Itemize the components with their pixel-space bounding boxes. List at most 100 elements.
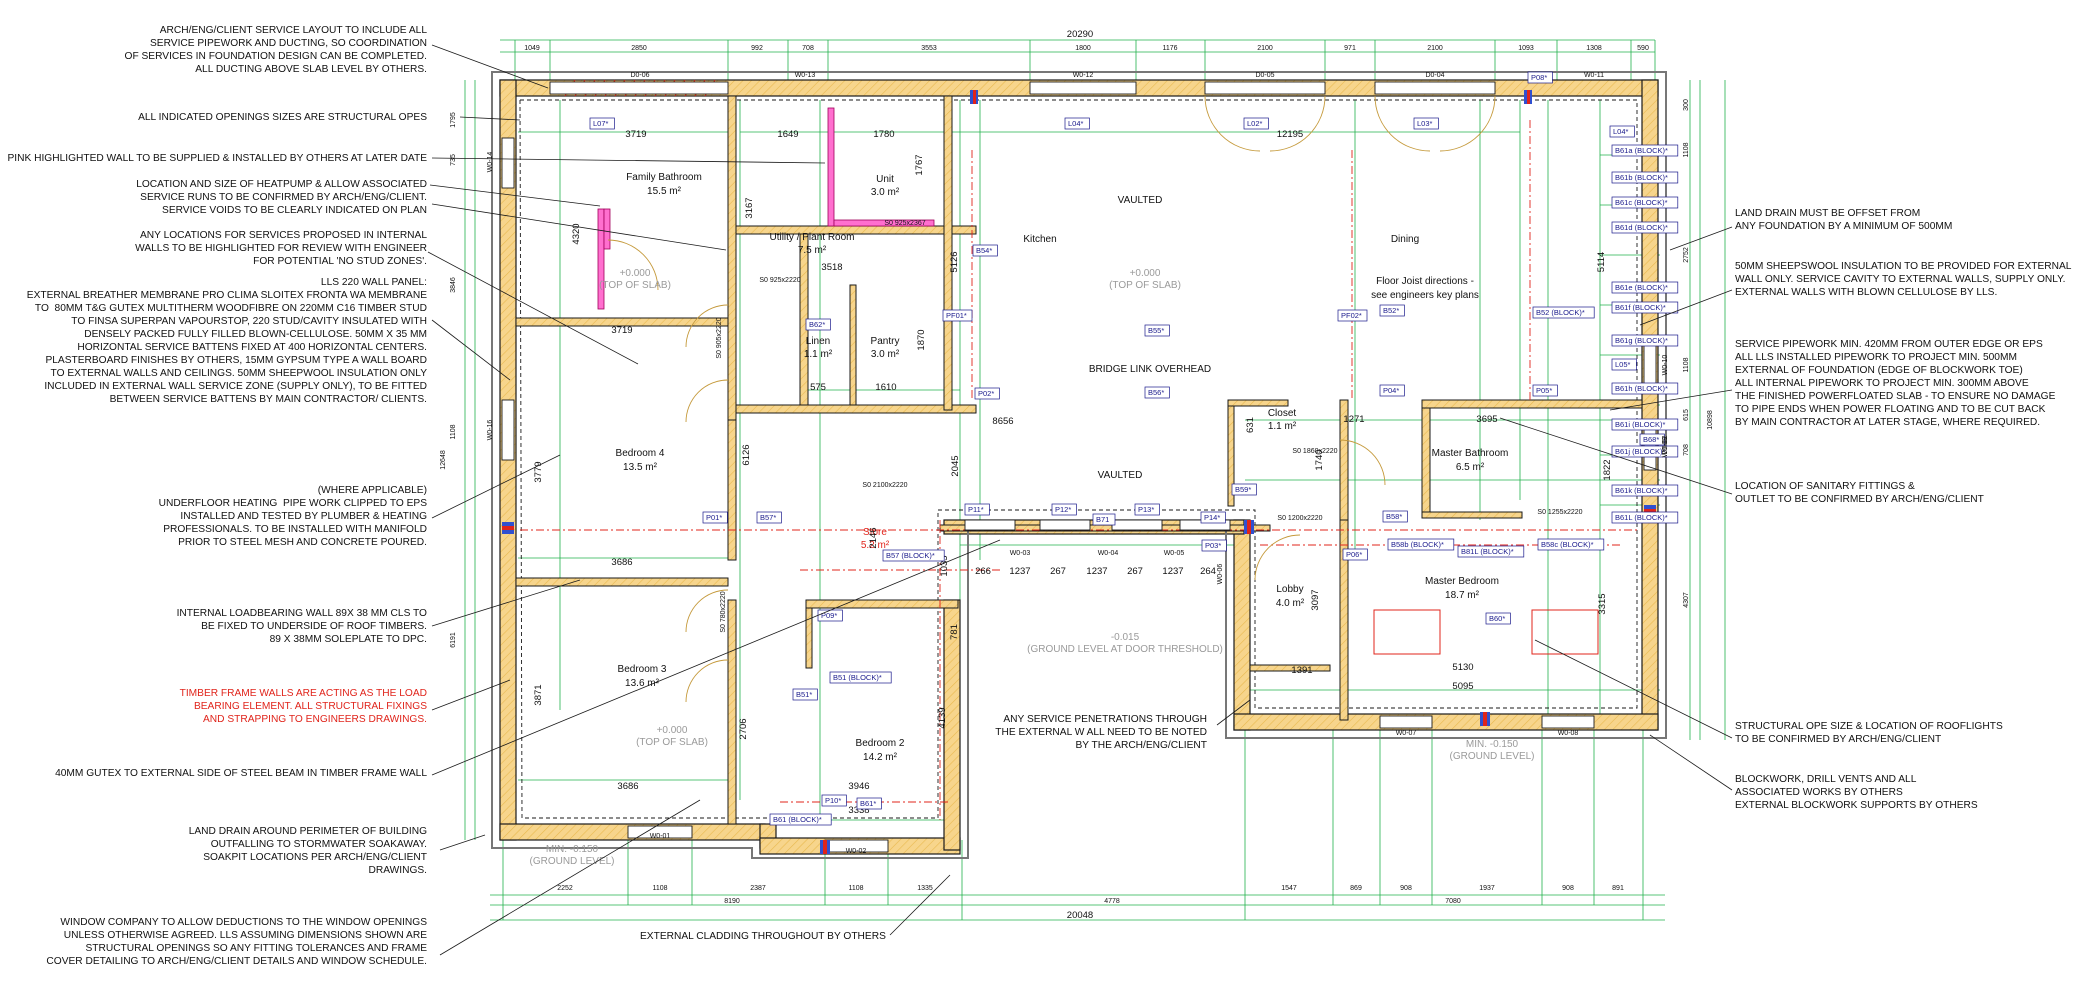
- svg-text:B61k (BLOCK)*: B61k (BLOCK)*: [1615, 486, 1668, 495]
- internal-dim-21: 1822: [1602, 459, 1613, 480]
- top-dim-0: 1049: [524, 45, 540, 52]
- vaulted-label-2: VAULTED: [1098, 470, 1143, 481]
- top-dim-11: 1308: [1586, 45, 1602, 52]
- element-tag-42: B81L (BLOCK)*: [1457, 545, 1525, 558]
- element-tag-44: B57 (BLOCK)*: [882, 549, 945, 562]
- window-code-11: W0-01: [650, 833, 671, 840]
- internal-dim-31: 267: [1050, 566, 1066, 577]
- right-dim-0: 300: [1683, 99, 1690, 111]
- opening-code-4: S0 1860x2220: [1292, 448, 1337, 455]
- element-tag-15: B61i (BLOCK)*: [1611, 418, 1679, 431]
- internal-dim-4: 3167: [744, 197, 755, 218]
- vaulted-label-1: VAULTED: [1118, 195, 1163, 206]
- internal-dim-33: 267: [1127, 566, 1143, 577]
- note-pink-wall: PINK HIGHLIGHTED WALL TO BE SUPPLIED & I…: [7, 153, 428, 164]
- internal-dim-17: 1271: [1343, 414, 1364, 425]
- element-tag-16: B61j (BLOCK)*: [1611, 445, 1679, 458]
- bottom-dim-2: 2387: [750, 885, 766, 892]
- internal-dim-23: 3686: [611, 557, 632, 568]
- window-code-6: W0-14: [487, 152, 494, 173]
- element-tag-43: B58c (BLOCK)*: [1537, 538, 1605, 551]
- svg-text:P10*: P10*: [825, 796, 841, 805]
- svg-text:PF01*: PF01*: [946, 311, 967, 320]
- ground-min-label-2: MIN. -0.150: [1466, 739, 1519, 750]
- opening-code-3: S0 2100x2220: [862, 482, 907, 489]
- note-sanitary: LOCATION OF SANITARY FITTINGS & OUTLET T…: [1735, 481, 1984, 505]
- slab-level-2: +0.000: [620, 268, 651, 279]
- bottom-dim-4: 1335: [917, 885, 933, 892]
- internal-dim-39: 3946: [848, 781, 869, 792]
- note-heatpump: LOCATION AND SIZE OF HEATPUMP & ALLOW AS…: [136, 179, 427, 216]
- door-swings: [607, 95, 1496, 703]
- window-code-18: W0-06: [1217, 564, 1224, 585]
- element-tag-28: P04*: [1379, 384, 1405, 397]
- svg-text:B61L (BLOCK)*: B61L (BLOCK)*: [1615, 513, 1668, 522]
- internal-dim-0: 3719: [625, 129, 646, 140]
- internal-dim-16: 2045: [950, 455, 961, 476]
- bottom-dim-3: 1108: [848, 885, 863, 892]
- window-frames: [501, 81, 1657, 853]
- element-tag-45: B60*: [1485, 612, 1511, 625]
- utility-area: 7.5 m²: [798, 245, 827, 256]
- internal-dim-9: 3719: [611, 325, 632, 336]
- slab-level-1b: (TOP OF SLAB): [1109, 280, 1181, 291]
- svg-text:P06*: P06*: [1346, 550, 1362, 559]
- svg-text:B61h (BLOCK)*: B61h (BLOCK)*: [1615, 384, 1668, 393]
- svg-text:B61c (BLOCK)*: B61c (BLOCK)*: [1615, 198, 1668, 207]
- store-label: Store: [863, 527, 887, 538]
- element-tag-24: PF01*: [942, 309, 973, 322]
- element-tag-27: P02*: [974, 387, 1000, 400]
- element-tag-10: B61e (BLOCK)*: [1611, 281, 1679, 294]
- svg-text:B61f (BLOCK)*: B61f (BLOCK)*: [1615, 303, 1666, 312]
- svg-text:B58c (BLOCK)*: B58c (BLOCK)*: [1541, 540, 1594, 549]
- svg-text:B81L (BLOCK)*: B81L (BLOCK)*: [1461, 547, 1514, 556]
- bottom-dim-10: 891: [1612, 885, 1624, 892]
- svg-text:B57 (BLOCK)*: B57 (BLOCK)*: [886, 551, 935, 560]
- window-code-8: W0-10: [1662, 355, 1669, 376]
- bottom-mid-dim-1: 4778: [1104, 898, 1120, 905]
- unit-area: 3.0 m²: [871, 187, 900, 198]
- element-tag-40: P06*: [1342, 548, 1368, 561]
- top-dim-7: 2100: [1257, 45, 1273, 52]
- note-underfloor: (WHERE APPLICABLE) UNDERFLOOR HEATING PI…: [158, 485, 427, 548]
- bottom-dim-1: 1108: [652, 885, 667, 892]
- note-window-company: WINDOW COMPANY TO ALLOW DEDUCTIONS TO TH…: [46, 917, 427, 967]
- svg-text:B52 (BLOCK)*: B52 (BLOCK)*: [1536, 308, 1585, 317]
- svg-text:B59*: B59*: [1235, 485, 1251, 494]
- note-openings: ALL INDICATED OPENINGS SIZES ARE STRUCTU…: [138, 112, 427, 123]
- svg-text:B61 (BLOCK)*: B61 (BLOCK)*: [773, 815, 822, 824]
- closet-label: Closet: [1268, 408, 1297, 419]
- opening-code-1: S0 925x2367: [884, 220, 925, 227]
- element-tag-11: B61f (BLOCK)*: [1611, 301, 1679, 314]
- master-bedroom-label: Master Bedroom: [1425, 576, 1499, 587]
- master-bedroom-area: 18.7 m²: [1445, 590, 1480, 601]
- element-tag-14: B61h (BLOCK)*: [1611, 382, 1679, 395]
- right-dim-4: 615: [1683, 409, 1690, 421]
- svg-text:B61d (BLOCK)*: B61d (BLOCK)*: [1615, 223, 1668, 232]
- svg-text:PF02*: PF02*: [1341, 311, 1362, 320]
- left-dim-0: 1795: [450, 112, 457, 128]
- service-zone: [519, 99, 1638, 819]
- element-tag-51: B61 (BLOCK)*: [769, 813, 832, 826]
- unit-label: Unit: [876, 174, 894, 185]
- store-area: 5.2 m²: [861, 540, 890, 551]
- svg-text:B55*: B55*: [1148, 326, 1164, 335]
- opening-code-6: S0 1255x2220: [1537, 509, 1582, 516]
- floor-joist-label-2: see engineers key plans: [1371, 290, 1479, 301]
- note-land-drain-offset: LAND DRAIN MUST BE OFFSET FROM ANY FOUND…: [1735, 208, 1953, 232]
- svg-text:B60*: B60*: [1489, 614, 1505, 623]
- note-penetrations: ANY SERVICE PENETRATIONS THROUGH THE EXT…: [995, 714, 1207, 751]
- bottom-dim-6: 869: [1350, 885, 1362, 892]
- internal-dim-2: 1780: [873, 129, 894, 140]
- internal-dim-30: 1237: [1009, 566, 1030, 577]
- right-dim-2: 2752: [1683, 247, 1690, 263]
- svg-text:P13*: P13*: [1138, 505, 1154, 514]
- note-gutex-beam: 40MM GUTEX TO EXTERNAL SIDE OF STEEL BEA…: [55, 768, 427, 779]
- slab-level-2b: (TOP OF SLAB): [599, 280, 671, 291]
- internal-dim-13: 8656: [992, 416, 1013, 427]
